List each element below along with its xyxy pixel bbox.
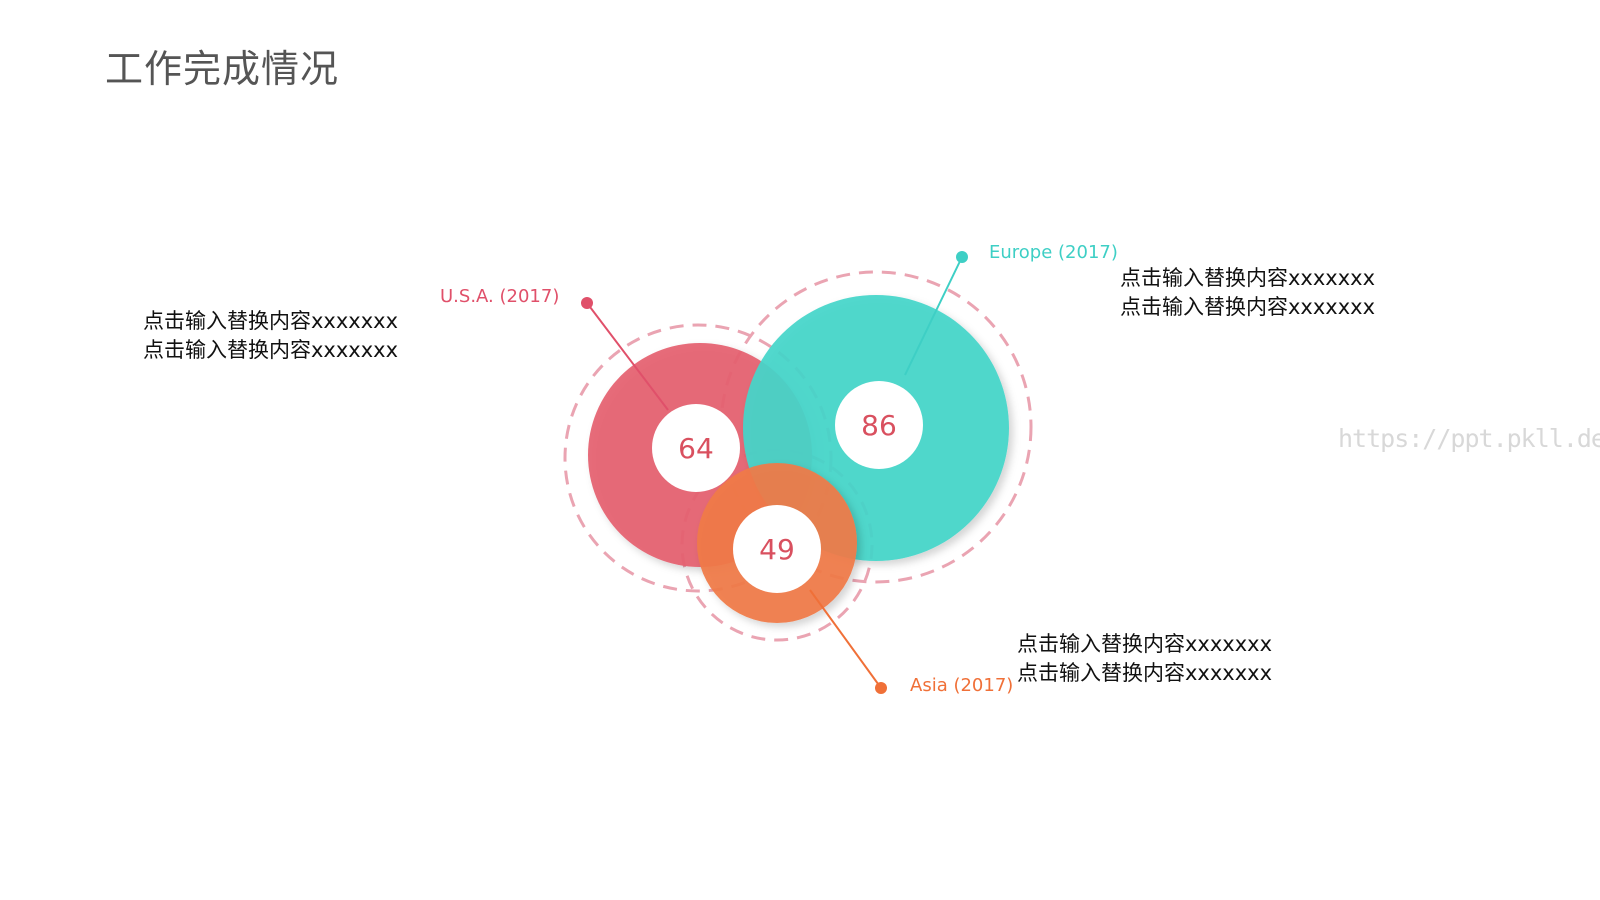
usa-description-line: 点击输入替换内容xxxxxxx bbox=[143, 309, 398, 333]
usa-series-label: U.S.A. (2017) bbox=[440, 286, 559, 307]
europe-series-label: Europe (2017) bbox=[989, 242, 1118, 263]
usa-leader-line bbox=[586, 302, 669, 411]
asia-leader-line bbox=[809, 589, 882, 689]
asia-description-line: 点击输入替换内容xxxxxxx bbox=[1017, 632, 1272, 656]
europe-description-line: 点击输入替换内容xxxxxxx bbox=[1120, 266, 1375, 290]
asia-series-label: Asia (2017) bbox=[910, 675, 1013, 696]
asia-leader-dot bbox=[875, 682, 887, 694]
usa-description-line: 点击输入替换内容xxxxxxx bbox=[143, 338, 398, 362]
usa-value-circle bbox=[652, 404, 740, 492]
usa-description: 点击输入替换内容xxxxxxx 点击输入替换内容xxxxxxx bbox=[143, 307, 398, 365]
asia-value-circle bbox=[733, 505, 821, 593]
usa-leader-dot bbox=[581, 297, 593, 309]
europe-description-line: 点击输入替换内容xxxxxxx bbox=[1120, 295, 1375, 319]
asia-description-line: 点击输入替换内容xxxxxxx bbox=[1017, 661, 1272, 685]
asia-value-label: 49 bbox=[759, 533, 795, 566]
page-title: 工作完成情况 bbox=[105, 47, 340, 91]
usa-value-label: 64 bbox=[678, 432, 714, 465]
asia-description: 点击输入替换内容xxxxxxx 点击输入替换内容xxxxxxx bbox=[1017, 630, 1272, 688]
europe-leader-dot bbox=[956, 251, 968, 263]
europe-description: 点击输入替换内容xxxxxxx 点击输入替换内容xxxxxxx bbox=[1120, 264, 1375, 322]
watermark: https://ppt.pkll.de bbox=[1338, 424, 1600, 453]
europe-leader-line bbox=[904, 256, 963, 376]
europe-value-label: 86 bbox=[861, 409, 897, 442]
europe-value-circle bbox=[835, 381, 923, 469]
